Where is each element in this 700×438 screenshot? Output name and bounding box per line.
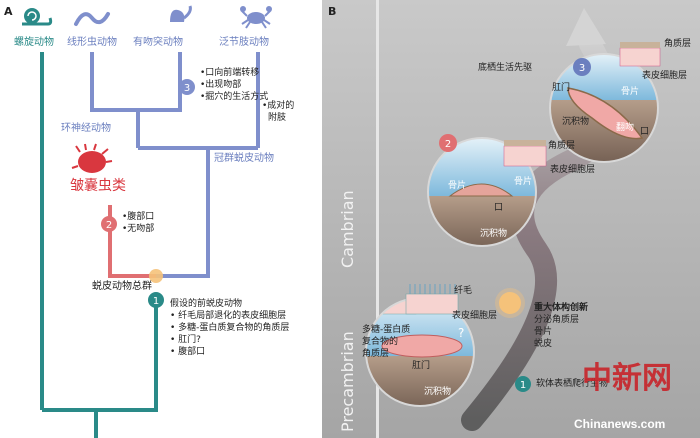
crab-icon [240, 6, 272, 29]
node-1-number: 1 [153, 296, 159, 307]
stage-3-sclerite: 骨片 [621, 87, 640, 97]
watermark-brand: 中新网 [582, 361, 672, 396]
taxon-scalidophora: 有吻突动物 [133, 37, 183, 48]
cuticle-detail-stage-3 [619, 42, 661, 67]
node-3-marker [179, 79, 195, 95]
priapulid-icon [170, 5, 192, 22]
node-3-trait: •出现吻部 [200, 80, 242, 90]
node-3-traits: •口向前端转移 •出现吻部 •掘穴的生活方式 [200, 67, 268, 103]
node-3-number: 3 [184, 83, 190, 94]
node-2-trait: •无吻部 [122, 224, 155, 234]
stage-3-anus: 肛门 [552, 83, 571, 93]
stage-1-cuticle-line: 多糖-蛋白质 [362, 325, 411, 335]
root-branch [42, 300, 158, 412]
stage-2-number: 2 [445, 139, 451, 150]
watermark-url: Chinanews.com [574, 417, 666, 431]
nematoida-branch [90, 52, 140, 148]
stage-3-mouth: 口 [640, 127, 650, 137]
node-2-traits: •腹部口 •无吻部 [122, 211, 154, 235]
stage-1-cuticle-line: 角质层 [362, 349, 390, 359]
taxon-nematoida: 线形虫动物 [67, 37, 117, 48]
node-1-trait: • 多糖-蛋白质复合物的角质层 [170, 323, 290, 333]
snail-icon [22, 8, 53, 26]
stage-1-marker [515, 376, 531, 392]
innovation-item: 蜕皮 [534, 339, 553, 349]
innovation-glow [499, 292, 521, 314]
stage-1-question: ? [458, 326, 465, 340]
nematode-icon [74, 12, 110, 26]
panarthropod-trait-line: •成对的 [262, 101, 295, 111]
stage-3-cuticle: 角质层 [664, 39, 692, 49]
node-2-number: 2 [106, 220, 112, 231]
stage-3-introvert: 翻吻 [616, 123, 635, 133]
innovation-title: 重大体构创新 [534, 303, 589, 313]
stage-2-marker [439, 134, 457, 152]
node-3-trait: •口向前端转移 [200, 68, 260, 78]
label-crown-ecdysozoa: 冠群蜕皮动物 [214, 153, 274, 164]
cuticle-detail-stage-2 [503, 140, 547, 167]
stage-3-marker [573, 58, 591, 76]
panarthropod-trait: •成对的 附肢 [262, 100, 294, 124]
stage-3-number: 3 [579, 63, 585, 74]
evolution-arrowhead [566, 8, 606, 46]
label-cycloneuralia: 环神经动物 [61, 123, 111, 134]
innovation-box: 重大体构创新 分泌角质层 骨片 蜕皮 [534, 302, 588, 350]
stage-1-epidermis: 表皮细胞层 [452, 311, 498, 321]
phylogeny-tree: 3 2 1 [22, 5, 272, 438]
era-divider-line [376, 0, 379, 438]
cilia-detail-icon [405, 284, 459, 315]
stage-3-caption: 底栖生活先驱 [478, 63, 533, 73]
stage-3-epidermis: 表皮细胞层 [642, 71, 688, 81]
stage-1-sediment: 沉积物 [424, 387, 452, 397]
stage-1-caption: 软体表栖爬行生物 [536, 379, 609, 389]
scalidophora-branch [138, 52, 182, 112]
innovation-item: 骨片 [534, 327, 553, 337]
stage-2-cuticle: 角质层 [548, 141, 576, 151]
node-2-trait: •腹部口 [122, 212, 155, 222]
stage-1-anus: 肛门 [412, 361, 431, 371]
stage-2-sclerite-left: 骨片 [448, 181, 467, 191]
label-total-group: 蜕皮动物总群 [92, 281, 152, 292]
era-cambrian: Cambrian [338, 190, 357, 268]
stage-1-cilia: 纤毛 [454, 286, 473, 296]
crown-branch [156, 148, 210, 278]
panel-a: 3 2 1 A 螺旋动物 线形虫动物 [0, 0, 322, 438]
panel-b: 1 2 3 Cambrian Precambrian B 底栖生活先驱 角质层 … [322, 0, 700, 438]
node-1-traits: 假设的前蜕皮动物 • 纤毛局部退化的表皮细胞层 • 多糖-蛋白质复合物的角质层 … [170, 298, 289, 358]
node-2-marker [101, 216, 117, 232]
node-1-trait: • 纤毛局部退化的表皮细胞层 [170, 311, 287, 321]
node-3-trait: •掘穴的生活方式 [200, 92, 269, 102]
stage-1-cuticle-line: 复合物的 [362, 337, 399, 347]
total-group-node [149, 269, 163, 283]
node-1-marker [148, 292, 164, 308]
innovation-item: 分泌角质层 [534, 315, 580, 325]
stage-1-number: 1 [520, 380, 526, 391]
stage-1-cuticle-complex: 多糖-蛋白质 复合物的 角质层 [362, 324, 410, 360]
taxon-panarthropoda: 泛节肢动物 [219, 37, 269, 48]
label-palaeoscolecid: 皱囊虫类 [70, 178, 126, 194]
panel-b-letter: B [328, 5, 337, 18]
node-1-trait: • 腹部口 [170, 347, 206, 357]
taxon-spiralia: 螺旋动物 [14, 37, 54, 48]
stage-2-sediment: 沉积物 [480, 229, 508, 239]
stage-2-epidermis: 表皮细胞层 [550, 165, 596, 175]
stage-3-bubble [550, 54, 658, 162]
panel-a-letter: A [4, 5, 13, 18]
node-1-trait: • 肛门? [170, 335, 201, 345]
node-1-title: 假设的前蜕皮动物 [170, 299, 243, 309]
evolution-scene: 1 2 3 Cambrian Precambrian [322, 0, 700, 438]
palaeoscolecid-icon [71, 143, 113, 173]
panarthropod-trait-line: 附肢 [268, 113, 287, 123]
stage-3-sediment: 沉积物 [562, 117, 590, 127]
stage-2-mouth: 口 [494, 203, 504, 213]
stage-2-sclerite-right: 骨片 [514, 177, 533, 187]
era-precambrian: Precambrian [338, 331, 357, 432]
